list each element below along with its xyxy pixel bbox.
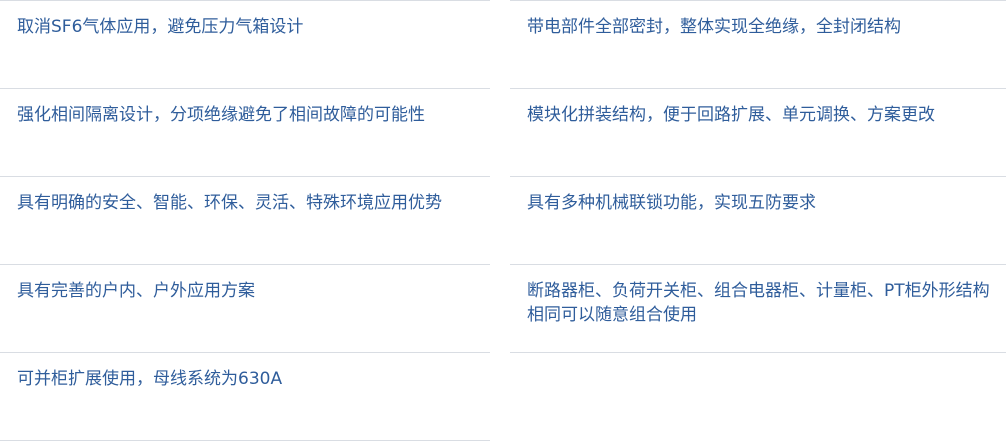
feature-item: 取消SF6气体应用，避免压力气箱设计 [0,0,490,88]
feature-item: 强化相间隔离设计，分项绝缘避免了相间故障的可能性 [0,88,490,176]
divider [510,352,1006,353]
feature-item: 断路器柜、负荷开关柜、组合电器柜、计量柜、PT柜外形结构相同可以随意组合使用 [510,264,1006,352]
feature-item: 带电部件全部密封，整体实现全绝缘，全封闭结构 [510,0,1006,88]
feature-list-right: 带电部件全部密封，整体实现全绝缘，全封闭结构 模块化拼装结构，便于回路扩展、单元… [510,0,1006,353]
feature-item: 具有完善的户内、户外应用方案 [0,264,490,352]
feature-item: 可并柜扩展使用，母线系统为630A [0,352,490,440]
feature-list-left: 取消SF6气体应用，避免压力气箱设计 强化相间隔离设计，分项绝缘避免了相间故障的… [0,0,490,441]
feature-item: 具有明确的安全、智能、环保、灵活、特殊环境应用优势 [0,176,490,264]
divider [0,440,490,441]
feature-item: 模块化拼装结构，便于回路扩展、单元调换、方案更改 [510,88,1006,176]
feature-item: 具有多种机械联锁功能，实现五防要求 [510,176,1006,264]
